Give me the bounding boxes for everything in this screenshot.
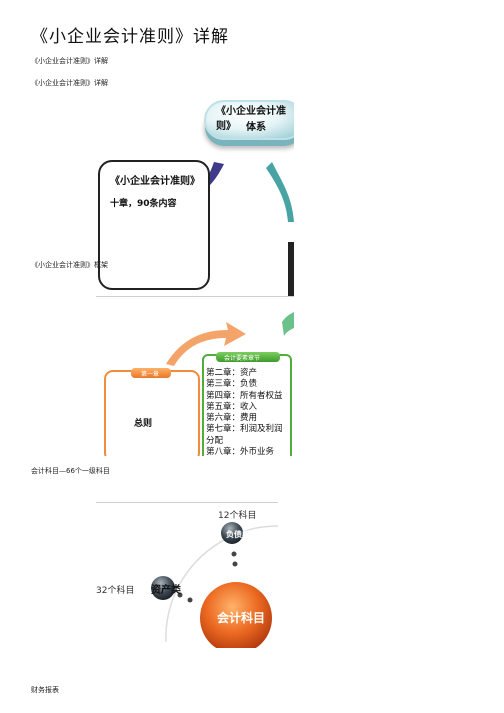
chapter-item: 第五章：收入 xyxy=(206,401,258,412)
chapter-item: 第七章：利润及利润 xyxy=(206,424,283,435)
account-center-node xyxy=(200,582,272,648)
section-reports-caption: 财务报表 xyxy=(31,686,59,694)
right-box-edge xyxy=(288,242,294,297)
chapter-item: 第二章：资产 xyxy=(206,368,258,378)
elements-tag xyxy=(216,352,280,362)
account-center-label: 会计科目 xyxy=(217,611,266,625)
green-arrow-icon xyxy=(282,312,294,336)
chapter-item: 第六章：费用 xyxy=(206,413,258,424)
section-framework-caption: 《小企业会计准则》框架 xyxy=(31,261,108,269)
connector-dot xyxy=(177,592,183,598)
asset-node xyxy=(151,576,175,600)
chapter-item: 第三章：负债 xyxy=(206,379,258,390)
chapter-item: 分配 xyxy=(206,435,224,446)
connector-dot xyxy=(187,597,193,603)
chapter-one-tag xyxy=(131,368,171,378)
standard-box xyxy=(98,160,210,290)
standard-box-title: 《小企业会计准则》 xyxy=(110,176,200,187)
asset-count: 32个科目 xyxy=(96,586,135,596)
figure-accounts: 12个科目 32个科目 负债类 资产类 会计科目 xyxy=(96,502,278,648)
liability-count: 12个科目 xyxy=(218,511,257,521)
accounts-diagram xyxy=(151,522,278,648)
orange-arrow-icon xyxy=(166,322,246,366)
system-pill xyxy=(204,100,294,140)
system-pill-title: 《小企业会计准则》 xyxy=(216,106,286,132)
system-pill-subtitle: 体系 xyxy=(246,122,266,133)
asset-label: 资产类 xyxy=(151,585,181,596)
chapter-item: 第八章：外币业务 xyxy=(206,447,275,456)
general-provisions-label: 总则 xyxy=(134,419,153,429)
figure-framework: 第一章 总则 会计要素章节 第二章：资产 第三章：负债 第四章：所有者权益 第五… xyxy=(96,294,294,456)
liability-node xyxy=(221,522,243,544)
subtitle-line-1: 《小企业会计准则》详解 xyxy=(31,57,108,65)
section-accounts-caption: 会计科目—66个一级科目 xyxy=(31,467,110,475)
figure-top-rule xyxy=(96,296,294,297)
connector-dot xyxy=(231,551,237,557)
teal-arrow-icon xyxy=(266,162,294,222)
elements-label: 会计要素章节 xyxy=(224,355,261,362)
connector-dot xyxy=(232,561,238,567)
chapter-item: 第四章：所有者权益 xyxy=(206,390,283,401)
chapter-one-label: 第一章 xyxy=(141,371,160,378)
general-provisions-box xyxy=(104,370,200,456)
document-title: 《小企业会计准则》详解 xyxy=(31,27,229,47)
framework-arrows xyxy=(166,312,294,366)
chapter-list: 第二章：资产 第三章：负债 第四章：所有者权益 第五章：收入 第六章：费用 第七… xyxy=(206,368,283,456)
subtitle-line-2: 《小企业会计准则》详解 xyxy=(31,79,108,87)
figure-standard-system: 《小企业会计准则》 体系 《小企业会计准则》 十章，90条内容 xyxy=(96,92,294,297)
figure-top-rule xyxy=(96,502,278,503)
liability-label: 负债类 xyxy=(226,530,250,539)
standard-box-text: 十章，90条内容 xyxy=(110,199,177,209)
